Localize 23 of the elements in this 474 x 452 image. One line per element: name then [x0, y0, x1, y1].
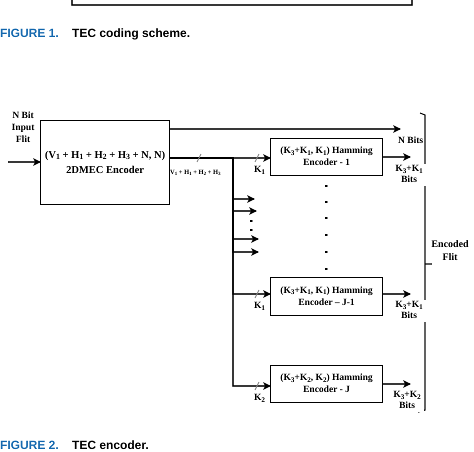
figure-number: FIGURE 2.: [0, 437, 59, 452]
arrow: [383, 153, 411, 161]
arrow: [170, 125, 401, 133]
encoder-box: [40, 120, 170, 205]
node-text: (V$_{1}$ + H$_{1}$ + H$_{2}$ + H$_{3}$ + N, N): [44, 148, 166, 162]
node-text: (K$_{3}$+K$_{1}$, K$_{1}$) Hamming: [280, 284, 373, 296]
figure-caption: TEC coding scheme.: [72, 25, 190, 42]
node-text: Encoder - J: [303, 384, 350, 396]
arrow: [383, 380, 411, 388]
node-text: 2DMEC Encoder: [66, 164, 144, 178]
arrow: [170, 157, 271, 390]
node-text: Encoder - 1: [303, 157, 350, 169]
hamming-encoder-box: [270, 277, 383, 316]
arrow: [8, 158, 41, 166]
node-text: (K$_{3}$+K$_{1}$, K$_{1}$) Hamming: [280, 145, 373, 157]
figure-caption: TEC encoder.: [72, 437, 149, 452]
node-text: Encoder – J-1: [298, 296, 355, 308]
hamming-encoder-box: [270, 138, 383, 176]
figure-number: FIGURE 1.: [0, 25, 59, 42]
hamming-encoder-box: [270, 365, 383, 403]
bracket-label: Encoded Flit: [430, 238, 470, 264]
arrow: [383, 290, 411, 298]
node-text: (K$_{3}$+K$_{2}$, K$_{2}$) Hamming: [280, 372, 373, 384]
